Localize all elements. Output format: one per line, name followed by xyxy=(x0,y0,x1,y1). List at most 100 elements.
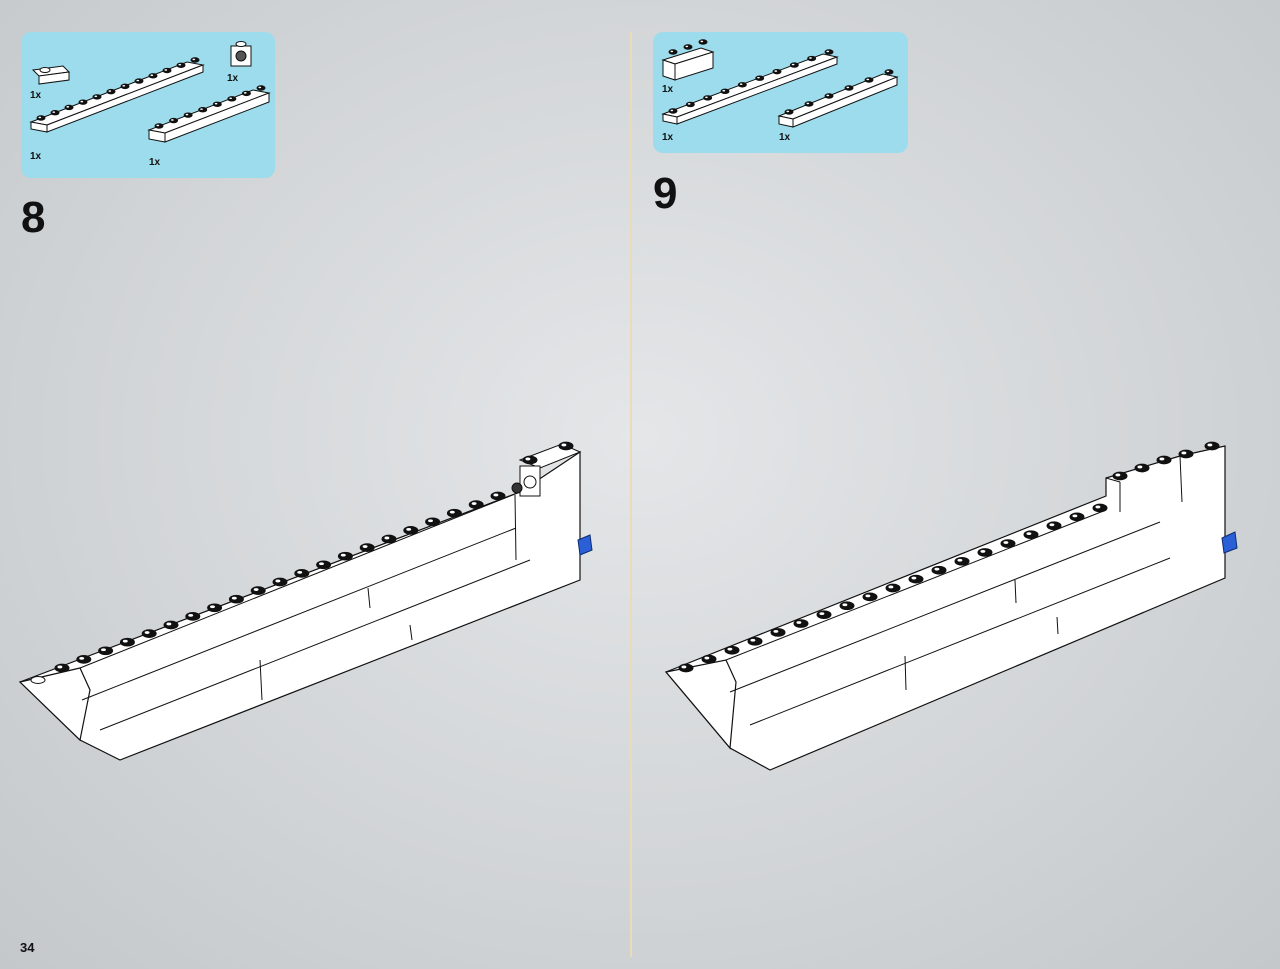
step-number: 9 xyxy=(653,169,678,218)
stud xyxy=(250,586,266,595)
stud-highlight xyxy=(739,83,743,85)
stud xyxy=(337,551,353,561)
stud xyxy=(1023,530,1039,540)
stud-highlight xyxy=(866,78,870,81)
stud-highlight xyxy=(185,113,189,116)
stud xyxy=(839,601,855,611)
stud-highlight xyxy=(170,119,174,121)
plate-1x12-part-icon xyxy=(29,61,205,133)
stud-highlight xyxy=(1049,523,1055,527)
stud-highlight xyxy=(362,545,368,548)
stud-highlight xyxy=(826,50,830,53)
stud-highlight xyxy=(757,76,760,79)
stud xyxy=(908,574,924,584)
stud xyxy=(490,491,506,501)
stud xyxy=(316,560,332,570)
stud-highlight xyxy=(1003,541,1009,544)
stud xyxy=(359,543,375,552)
stud-highlight xyxy=(493,493,499,497)
stud-highlight xyxy=(200,108,203,110)
stud xyxy=(1112,471,1128,481)
stud-highlight xyxy=(52,111,56,113)
stud xyxy=(207,603,223,613)
stud-highlight xyxy=(57,665,63,669)
stud xyxy=(678,663,694,673)
stud xyxy=(403,526,419,535)
stud-highlight xyxy=(471,502,477,505)
stud-highlight xyxy=(670,50,674,53)
stud-highlight xyxy=(275,579,281,583)
part-qty: 1x xyxy=(227,73,239,84)
stud-highlight xyxy=(1115,473,1121,477)
stud-highlight xyxy=(428,519,433,523)
step-8-model-illustration xyxy=(18,443,593,761)
stud xyxy=(770,628,786,637)
stud-highlight xyxy=(727,647,733,651)
step-8-parts-illustration xyxy=(29,41,271,143)
stud-highlight xyxy=(1137,465,1143,469)
stud-highlight xyxy=(229,97,233,100)
stud xyxy=(1134,463,1150,473)
stud-highlight xyxy=(826,94,830,97)
stud-highlight xyxy=(1181,451,1187,455)
stud-highlight xyxy=(685,45,689,48)
stud xyxy=(816,610,832,620)
stud xyxy=(1178,449,1194,459)
stud-highlight xyxy=(243,92,247,94)
stud-highlight xyxy=(806,102,810,105)
stud-highlight xyxy=(773,629,779,633)
step-number: 8 xyxy=(21,193,46,242)
stud-highlight xyxy=(888,585,894,589)
stud-highlight xyxy=(687,103,691,105)
stud-highlight xyxy=(122,639,128,643)
plate-1x10-part-icon xyxy=(661,53,839,125)
stud-highlight xyxy=(934,567,940,571)
plate-1x8-part-icon xyxy=(147,89,271,143)
stud xyxy=(54,663,70,673)
step-9-parts-illustration xyxy=(661,39,899,128)
part-qty: 1x xyxy=(662,132,674,143)
stud-highlight xyxy=(705,96,708,99)
stud-highlight xyxy=(144,631,150,634)
stud-highlight xyxy=(846,86,850,89)
stud-highlight xyxy=(122,84,126,87)
stud-highlight xyxy=(449,510,455,514)
stud-highlight xyxy=(670,109,674,112)
stud-highlight xyxy=(253,588,259,591)
stud xyxy=(1069,512,1085,522)
stud-highlight xyxy=(750,638,756,642)
stud xyxy=(1000,539,1016,548)
step-9-parts-callout: 1x 1x 1x xyxy=(653,32,908,153)
stud-highlight xyxy=(150,74,154,77)
stud xyxy=(228,594,244,604)
stud-highlight xyxy=(258,86,262,89)
side-stud-brick-part-icon xyxy=(230,41,252,67)
stud xyxy=(272,577,288,587)
stud-highlight xyxy=(722,89,726,92)
stud xyxy=(185,612,201,621)
stud xyxy=(558,441,574,451)
part-qty: 1x xyxy=(30,151,42,162)
stud-highlight xyxy=(561,443,567,447)
stud-highlight xyxy=(80,100,84,103)
stud xyxy=(747,636,763,646)
stud-highlight xyxy=(886,70,890,73)
stud-highlight xyxy=(1072,514,1078,518)
slope-plate-part-icon xyxy=(31,65,71,85)
stud xyxy=(931,565,947,575)
stud-highlight xyxy=(319,562,324,566)
stud-highlight xyxy=(1095,505,1101,509)
stud-highlight xyxy=(1159,457,1165,461)
stud-highlight xyxy=(214,102,218,105)
stud-highlight xyxy=(210,605,215,609)
stud xyxy=(522,455,538,465)
stud-highlight xyxy=(1026,532,1032,536)
stud xyxy=(701,654,717,664)
step-9-model-illustration xyxy=(664,445,1238,771)
stud xyxy=(1046,521,1062,531)
stud xyxy=(294,569,310,578)
stud-highlight xyxy=(819,612,825,616)
stud xyxy=(163,620,179,630)
stud-highlight xyxy=(101,648,106,652)
